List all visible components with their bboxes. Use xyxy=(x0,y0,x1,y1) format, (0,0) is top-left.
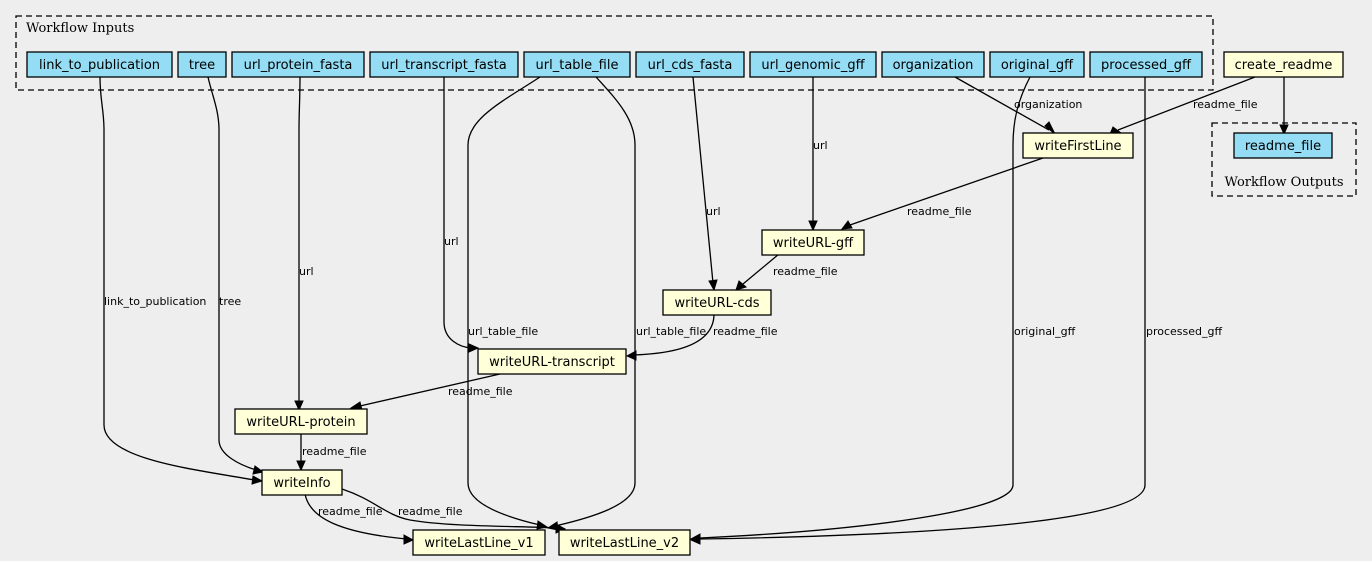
step-writeinfo-label: writeInfo xyxy=(273,476,330,491)
edge-original-gff-to-writelastline-v2 xyxy=(699,76,1031,539)
edge-url-cds-fasta-to-writeurl-cds xyxy=(692,76,714,284)
edge-label-link-to-publication: link_to_publication xyxy=(104,295,206,308)
edge-create-readme-to-writefirstline xyxy=(1117,76,1256,131)
workflow-outputs-label: Workflow Outputs xyxy=(1225,175,1344,190)
edge-url-table-file-to-writelastline-v2-right xyxy=(554,76,636,527)
step-writeurl-transcript[interactable]: writeURL-transcript xyxy=(477,348,627,375)
output-readme-file[interactable]: readme_file xyxy=(1233,132,1333,159)
edge-writefirstline-to-writeurl-gff xyxy=(849,157,1044,226)
input-url-table-file-label: url_table_file xyxy=(536,58,619,73)
edge-label-url-protein: url xyxy=(299,265,314,278)
edge-label-readme-file-cds: readme_file xyxy=(713,325,778,338)
arrowhead xyxy=(689,534,701,545)
input-link-to-publication-label: link_to_publication xyxy=(39,58,160,73)
edge-label-readme-file-info-v2: readme_file xyxy=(398,505,463,518)
arrowhead xyxy=(840,220,853,230)
edge-label-url-table-file-right: url_table_file xyxy=(636,325,706,338)
arrowhead xyxy=(296,460,306,472)
input-url-cds-fasta[interactable]: url_cds_fasta xyxy=(635,51,745,78)
step-writeurl-transcript-label: writeURL-transcript xyxy=(489,355,615,370)
input-organization[interactable]: organization xyxy=(881,51,985,78)
edge-label-readme-file-protein: readme_file xyxy=(302,445,367,458)
step-writelastline-v2[interactable]: writeLastLine_v2 xyxy=(558,529,691,556)
step-writeurl-cds-label: writeURL-cds xyxy=(674,296,759,311)
input-url-table-file[interactable]: url_table_file xyxy=(523,51,631,78)
step-writeurl-protein[interactable]: writeURL-protein xyxy=(234,408,368,435)
edge-label-readme-file-info-v1: readme_file xyxy=(318,505,383,518)
edge-writeurl-transcript-to-writeurl-protein xyxy=(359,373,501,407)
arrowhead xyxy=(403,534,415,545)
arrowhead xyxy=(294,400,304,412)
arrowhead xyxy=(808,220,818,232)
output-readme-file-label: readme_file xyxy=(1245,139,1321,154)
step-writefirstline[interactable]: writeFirstLine xyxy=(1022,132,1134,159)
input-original-gff[interactable]: original_gff xyxy=(989,51,1085,78)
input-original-gff-label: original_gff xyxy=(1001,58,1074,73)
step-writeurl-gff[interactable]: writeURL-gff xyxy=(761,229,865,256)
input-url-protein-fasta-label: url_protein_fasta xyxy=(244,58,353,73)
edge-writeinfo-to-writelastline-v2 xyxy=(341,488,558,529)
input-url-transcript-fasta[interactable]: url_transcript_fasta xyxy=(369,51,519,78)
step-writelastline-v1-label: writeLastLine_v1 xyxy=(424,536,533,551)
arrowhead xyxy=(252,465,265,475)
input-tree-label: tree xyxy=(189,58,215,73)
edge-label-readme-file-transcript: readme_file xyxy=(448,385,513,398)
edge-label-readme-file-create: readme_file xyxy=(1193,98,1258,111)
workflow-inputs-cluster: Workflow Inputs xyxy=(15,15,1214,91)
input-link-to-publication[interactable]: link_to_publication xyxy=(26,51,173,78)
edge-organization-to-writefirstline xyxy=(954,76,1050,131)
step-writeinfo[interactable]: writeInfo xyxy=(261,469,343,496)
input-nodes: link_to_publication tree url_protein_fas… xyxy=(26,51,1203,78)
edges xyxy=(99,76,1289,545)
input-organization-label: organization xyxy=(893,58,974,73)
edge-label-tree: tree xyxy=(219,295,241,308)
arrowhead xyxy=(735,280,748,291)
input-tree[interactable]: tree xyxy=(177,51,227,78)
edge-writeinfo-to-writelastline-v1 xyxy=(304,493,407,540)
edge-label-url-transcript: url xyxy=(444,235,459,248)
edge-tree-to-writeinfo xyxy=(207,76,257,471)
input-url-cds-fasta-label: url_cds_fasta xyxy=(648,58,733,73)
arrowhead xyxy=(251,475,264,485)
edge-processed-gff-to-writelastline-v2 xyxy=(699,77,1146,540)
workflow-inputs-label: Workflow Inputs xyxy=(26,21,134,36)
step-writeurl-cds[interactable]: writeURL-cds xyxy=(662,289,772,316)
step-create-readme[interactable]: create_readme xyxy=(1223,51,1344,78)
edge-writeurl-gff-to-writeurl-cds xyxy=(742,253,780,285)
step-writeurl-protein-label: writeURL-protein xyxy=(246,415,355,430)
step-create-readme-label: create_readme xyxy=(1235,58,1333,73)
edge-label-organization: organization xyxy=(1014,98,1082,111)
step-writelastline-v1[interactable]: writeLastLine_v1 xyxy=(412,529,546,556)
input-url-genomic-gff-label: url_genomic_gff xyxy=(761,58,865,73)
step-writefirstline-label: writeFirstLine xyxy=(1034,139,1121,154)
step-nodes: create_readme writeFirstLine writeURL-gf… xyxy=(234,51,1344,556)
input-url-transcript-fasta-label: url_transcript_fasta xyxy=(381,58,506,73)
edge-label-readme-file-gff: readme_file xyxy=(773,265,838,278)
edge-label-url-table-file-left: url_table_file xyxy=(468,325,538,338)
edge-url-table-file-to-writelastline-v1-left xyxy=(467,76,541,526)
edge-label-readme-file-firstline: readme_file xyxy=(907,205,972,218)
step-writelastline-v2-label: writeLastLine_v2 xyxy=(570,536,679,551)
edge-label-url-gff: url xyxy=(813,139,828,152)
input-url-protein-fasta[interactable]: url_protein_fasta xyxy=(231,51,365,78)
arrowhead xyxy=(468,343,480,353)
arrowhead xyxy=(708,279,718,292)
edge-url-protein-fasta-to-writeurl-protein xyxy=(298,76,301,403)
edge-label-original-gff: original_gff xyxy=(1014,325,1076,338)
edge-labels: organization readme_file url readme_file… xyxy=(104,98,1258,518)
arrowhead xyxy=(1279,124,1289,136)
edge-label-processed-gff: processed_gff xyxy=(1146,325,1223,338)
edge-link-to-publication-to-writeinfo xyxy=(99,76,255,481)
input-processed-gff-label: processed_gff xyxy=(1101,58,1192,73)
step-writeurl-gff-label: writeURL-gff xyxy=(773,236,854,251)
input-url-genomic-gff[interactable]: url_genomic_gff xyxy=(749,51,877,78)
edge-url-transcript-fasta-to-writeurl-transcript xyxy=(443,77,472,349)
edge-writeurl-cds-to-writeurl-transcript xyxy=(633,313,715,356)
edge-label-url-cds: url xyxy=(706,205,721,218)
arrowhead xyxy=(625,350,637,361)
arrowhead xyxy=(1044,121,1056,135)
input-processed-gff[interactable]: processed_gff xyxy=(1089,51,1203,78)
